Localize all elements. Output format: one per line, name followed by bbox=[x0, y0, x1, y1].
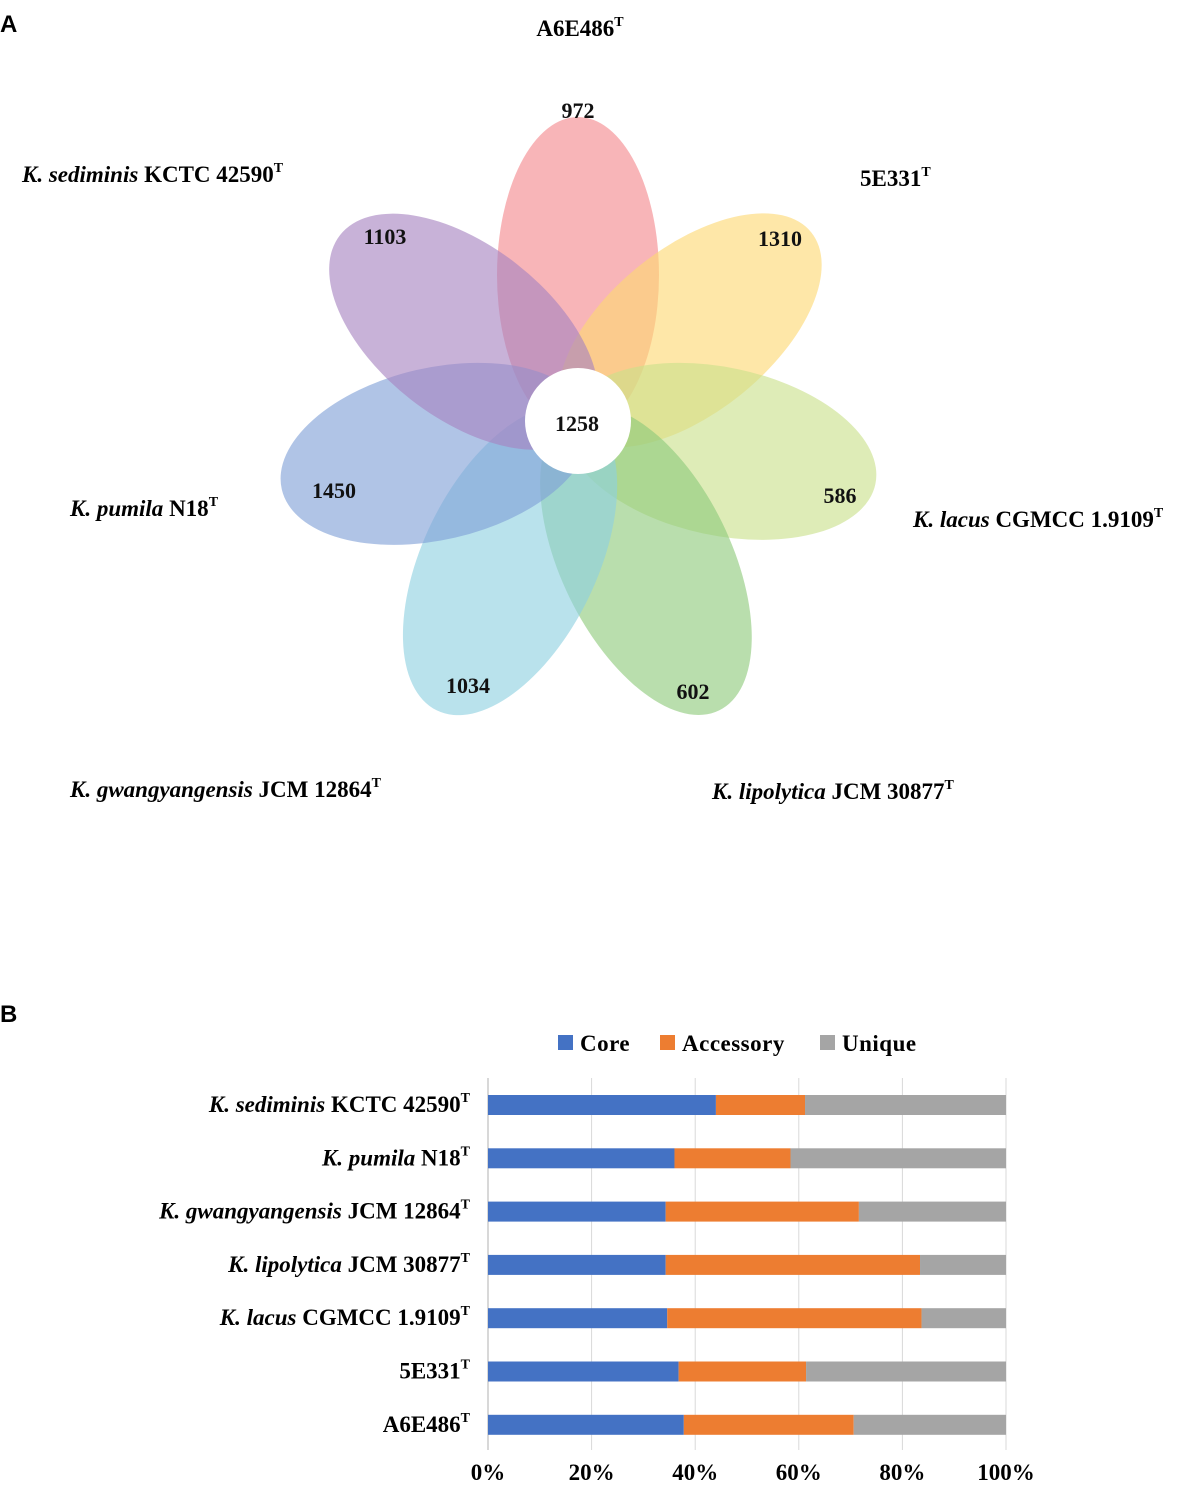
bar-panel: B Core Accessory Unique K. sediminis KCTC … bbox=[0, 1001, 1035, 1485]
bar-category-label-k-gwangyangensis-jcm-12864: K. gwangyangensis JCM 12864T bbox=[158, 1198, 471, 1224]
x-tick-100: 100% bbox=[977, 1460, 1035, 1485]
bar-category-label-k-sediminis-kctc-42590: K. sediminis KCTC 42590T bbox=[208, 1091, 471, 1117]
bar-x-ticks: 0% 20% 40% 60% 80% 100% bbox=[471, 1460, 1035, 1485]
venn-strain-labels: A6E486T 5E331T K. lacus CGMCC 1.9109T K. li… bbox=[21, 15, 1164, 804]
venn-petal-count-a6e486: 972 bbox=[562, 98, 595, 123]
venn-strain-label-k-gwangyangensis-jcm-12864: K. gwangyangensis JCM 12864T bbox=[69, 776, 382, 802]
legend-swatch-core bbox=[558, 1035, 573, 1050]
bar-core-k-gwangyangensis-jcm-12864 bbox=[488, 1201, 666, 1222]
panel-letter-a: A bbox=[0, 11, 17, 38]
venn-petals bbox=[280, 117, 877, 716]
legend-swatch-accessory bbox=[660, 1035, 675, 1050]
bar-core-k-pumila-n18 bbox=[488, 1148, 675, 1169]
bar-core-k-lacus-cgmcc-1-9109 bbox=[488, 1308, 668, 1329]
venn-strain-label-5e331: 5E331T bbox=[860, 165, 931, 191]
venn-petal-k-sediminis-kctc-42590 bbox=[329, 213, 599, 450]
venn-strain-label-k-lipolytica-jcm-30877: K. lipolytica JCM 30877T bbox=[711, 778, 955, 804]
bar-category-labels: K. sediminis KCTC 42590T K. pumila N18T K.… bbox=[158, 1091, 471, 1437]
bar-accessory-k-gwangyangensis-jcm-12864 bbox=[665, 1201, 859, 1222]
bar-accessory-k-lacus-cgmcc-1-9109 bbox=[667, 1308, 922, 1329]
venn-core-circle bbox=[525, 368, 631, 474]
bar-unique-5e331 bbox=[806, 1361, 1006, 1382]
venn-petal-count-k-lacus-cgmcc-1-9109: 586 bbox=[824, 483, 857, 508]
bar-unique-k-lacus-cgmcc-1-9109 bbox=[921, 1308, 1006, 1329]
x-tick-80: 80% bbox=[879, 1460, 925, 1485]
bar-legend: Core Accessory Unique bbox=[558, 1031, 917, 1056]
venn-petal-count-k-pumila-n18: 1450 bbox=[312, 478, 356, 503]
bar-accessory-a6e486 bbox=[683, 1414, 854, 1435]
bar-category-label-k-lacus-cgmcc-1-9109: K. lacus CGMCC 1.9109T bbox=[219, 1304, 471, 1330]
venn-petal-counts: 972 1310 586 602 1034 1450 1103 bbox=[312, 98, 857, 704]
bar-accessory-5e331 bbox=[678, 1361, 807, 1382]
panel-letter-b: B bbox=[0, 1001, 17, 1028]
bar-accessory-k-lipolytica-jcm-30877 bbox=[665, 1254, 921, 1275]
x-tick-40: 40% bbox=[672, 1460, 718, 1485]
venn-strain-label-k-lacus-cgmcc-1-9109: K. lacus CGMCC 1.9109T bbox=[912, 506, 1164, 532]
bar-rows bbox=[488, 1095, 1006, 1435]
venn-strain-label-k-sediminis-kctc-42590: K. sediminis KCTC 42590T bbox=[21, 161, 284, 187]
bar-unique-k-gwangyangensis-jcm-12864 bbox=[858, 1201, 1006, 1222]
venn-petal-count-k-gwangyangensis-jcm-12864: 1034 bbox=[446, 673, 490, 698]
x-tick-60: 60% bbox=[776, 1460, 822, 1485]
legend-swatch-unique bbox=[820, 1035, 835, 1050]
bar-category-label-a6e486: A6E486T bbox=[383, 1411, 471, 1437]
bar-core-k-lipolytica-jcm-30877 bbox=[488, 1254, 666, 1275]
venn-petal-count-k-lipolytica-jcm-30877: 602 bbox=[677, 679, 710, 704]
x-tick-0: 0% bbox=[471, 1460, 506, 1485]
bar-category-label-k-pumila-n18: K. pumila N18T bbox=[321, 1144, 471, 1170]
venn-panel: A 972 1310 586 602 1034 1450 1103 A6E486T 5E331… bbox=[0, 11, 1164, 804]
venn-strain-label-a6e486: A6E486T bbox=[536, 15, 624, 41]
bar-core-5e331 bbox=[488, 1361, 679, 1382]
venn-strain-label-k-pumila-n18: K. pumila N18T bbox=[69, 495, 219, 521]
bar-unique-a6e486 bbox=[853, 1414, 1006, 1435]
bar-core-a6e486 bbox=[488, 1414, 684, 1435]
venn-petal-count-5e331: 1310 bbox=[758, 226, 802, 251]
bar-core-k-sediminis-kctc-42590 bbox=[488, 1095, 716, 1115]
venn-petal-count-k-sediminis-kctc-42590: 1103 bbox=[364, 224, 407, 249]
bar-category-label-5e331: 5E331T bbox=[399, 1358, 470, 1384]
legend-label-unique: Unique bbox=[842, 1031, 917, 1056]
bar-accessory-k-sediminis-kctc-42590 bbox=[715, 1095, 806, 1115]
legend-label-core: Core bbox=[580, 1031, 630, 1056]
legend-label-accessory: Accessory bbox=[682, 1031, 785, 1056]
bar-unique-k-lipolytica-jcm-30877 bbox=[920, 1254, 1006, 1275]
bar-accessory-k-pumila-n18 bbox=[674, 1148, 791, 1169]
x-tick-20: 20% bbox=[569, 1460, 615, 1485]
bar-unique-k-pumila-n18 bbox=[790, 1148, 1006, 1169]
bar-category-label-k-lipolytica-jcm-30877: K. lipolytica JCM 30877T bbox=[227, 1251, 471, 1277]
venn-core-count: 1258 bbox=[555, 411, 599, 436]
bar-unique-k-sediminis-kctc-42590 bbox=[805, 1095, 1006, 1115]
